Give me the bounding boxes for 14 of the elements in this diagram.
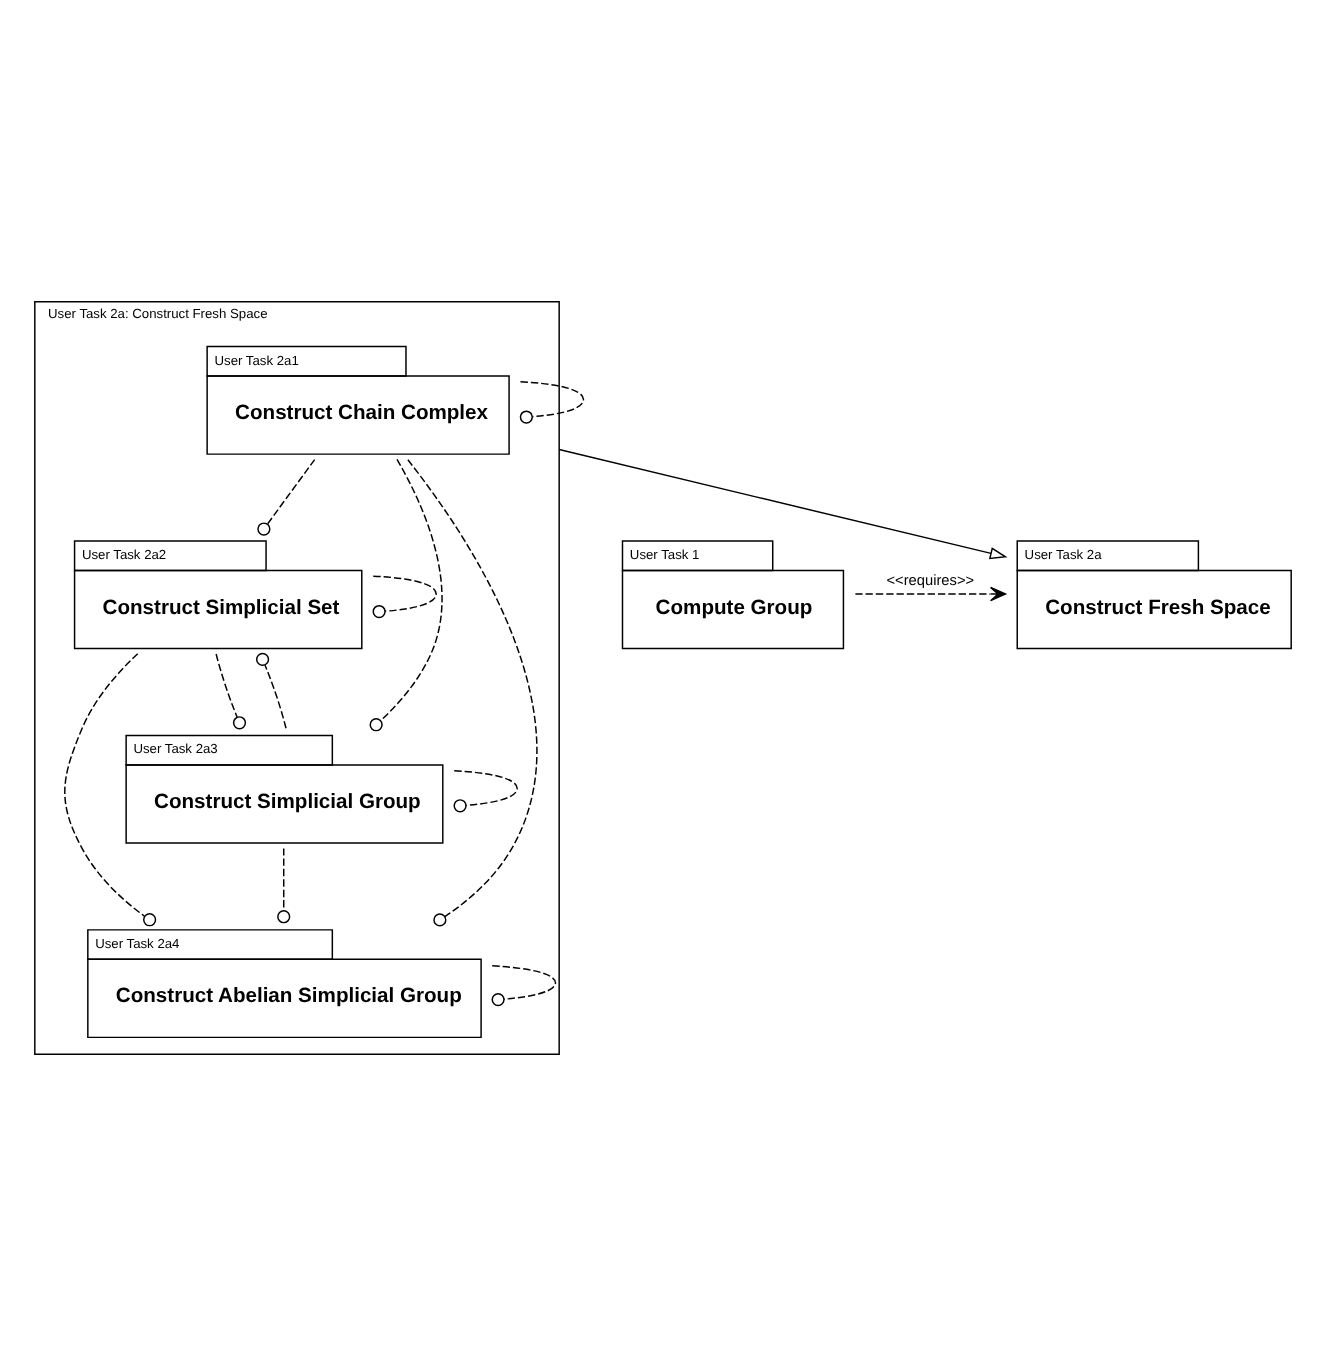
connector: [277, 846, 291, 923]
connector: [453, 769, 518, 812]
connector: [215, 652, 247, 729]
connector: [519, 380, 585, 423]
connector: [491, 964, 557, 1006]
connector: [255, 651, 287, 728]
connector: [257, 457, 316, 535]
connector: [369, 457, 443, 731]
connector: [407, 458, 538, 926]
edge-label: <<requires>>: [886, 570, 975, 589]
arrow: [854, 585, 1007, 601]
arrow: [558, 447, 1008, 559]
connector: [64, 652, 157, 926]
connector: [372, 574, 437, 618]
